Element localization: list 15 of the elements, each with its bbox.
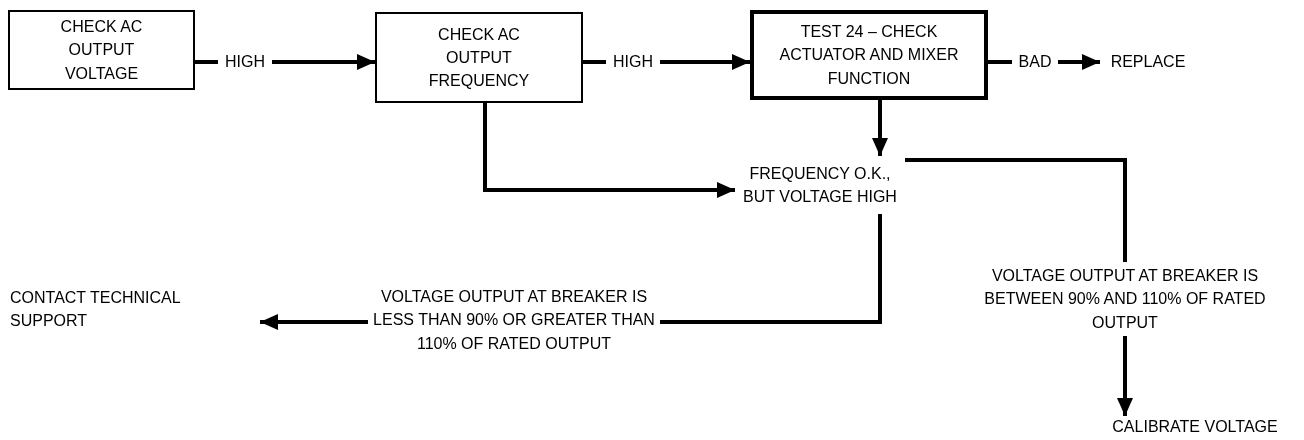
arrow xyxy=(1117,336,1133,416)
connector-line xyxy=(660,214,882,324)
connector-line xyxy=(988,60,1012,64)
arrow xyxy=(260,314,368,330)
connector-line xyxy=(195,60,218,64)
arrow xyxy=(1058,54,1100,70)
connector-line xyxy=(905,158,1127,262)
connector-line xyxy=(583,60,606,64)
process-box: CHECK AC OUTPUT VOLTAGE xyxy=(8,10,195,90)
arrow xyxy=(660,54,750,70)
arrow xyxy=(872,100,888,156)
test-box: TEST 24 – CHECK ACTUATOR AND MIXER FUNCTION xyxy=(750,10,988,100)
process-box: CHECK AC OUTPUT FREQUENCY xyxy=(375,12,583,103)
arrow xyxy=(483,103,735,198)
arrow xyxy=(272,54,375,70)
